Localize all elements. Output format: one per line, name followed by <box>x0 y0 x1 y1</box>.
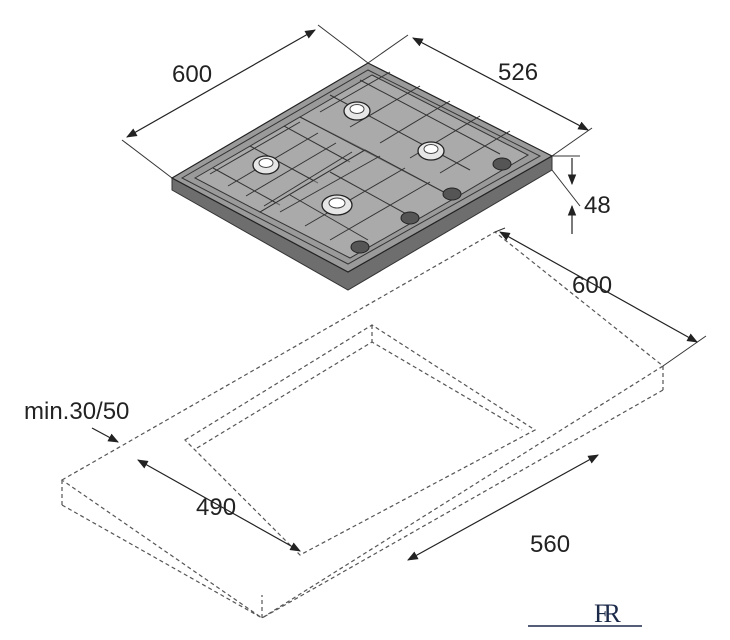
hob-width-label: 600 <box>172 61 212 88</box>
cutout <box>184 324 537 556</box>
cabinet-depth-label: 600 <box>572 272 612 299</box>
dimension-hob-width: 600 <box>121 24 369 179</box>
dimension-hob-height: 48 <box>551 155 611 234</box>
cutout-width-label: 560 <box>530 531 570 558</box>
dimension-cabinet-depth: 600 <box>494 227 707 367</box>
knob <box>442 187 462 201</box>
brand-logo: FR <box>528 599 642 628</box>
burner-right <box>417 141 445 161</box>
hob <box>170 62 554 291</box>
knob <box>350 240 370 254</box>
countertop <box>60 231 665 619</box>
hob-depth-label: 526 <box>498 59 538 86</box>
cutout-depth-label: 490 <box>196 494 236 521</box>
brand-logo-text: FR <box>594 599 621 628</box>
knob <box>400 211 420 225</box>
dimension-clearance: min.30/50 <box>24 398 129 443</box>
hob-height-label: 48 <box>584 192 611 219</box>
burner-rear <box>343 101 371 121</box>
burner-left <box>252 155 280 175</box>
control-knobs <box>350 157 512 254</box>
clearance-label: min.30/50 <box>24 398 129 425</box>
knob <box>492 157 512 171</box>
dimension-cutout-width: 560 <box>407 454 599 561</box>
dimension-hob-depth: 526 <box>367 34 593 157</box>
burner-front <box>321 194 353 216</box>
dimension-cutout-depth: 490 <box>137 459 301 552</box>
